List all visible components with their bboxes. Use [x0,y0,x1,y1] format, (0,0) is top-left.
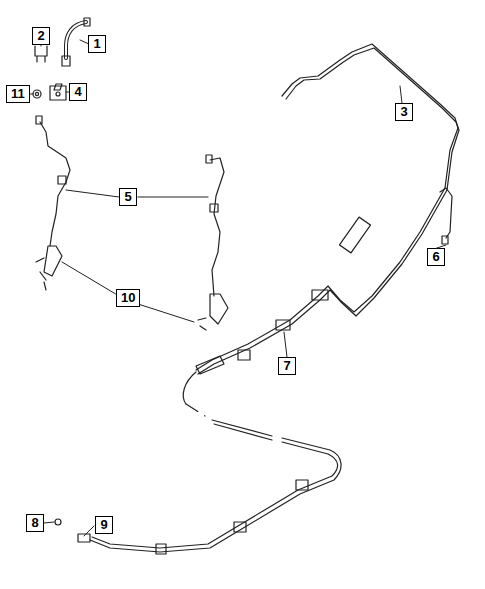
callout-number: 1 [93,37,101,51]
callout-number: 7 [283,359,291,373]
callout-box: 10 [116,289,140,307]
callout-number: 6 [432,250,440,264]
callout-box: 4 [69,83,87,101]
callout-number: 10 [121,291,135,305]
callout-box: 2 [32,27,50,45]
callout-box: 9 [95,516,113,534]
callout-number: 5 [124,190,132,204]
callout-number: 2 [37,29,45,43]
callout-box: 5 [119,188,137,206]
callout-number: 3 [400,105,408,119]
callout-box: 1 [88,35,106,53]
callout-box: 3 [395,103,413,121]
callout-box: 11 [6,85,30,103]
callout-box: 6 [427,248,445,266]
callout-number: 9 [100,518,108,532]
callout-number: 11 [11,87,25,101]
callout-number: 8 [31,516,39,530]
callout-number: 4 [74,85,82,99]
callout-box: 7 [278,357,296,375]
callout-box: 8 [26,514,44,532]
